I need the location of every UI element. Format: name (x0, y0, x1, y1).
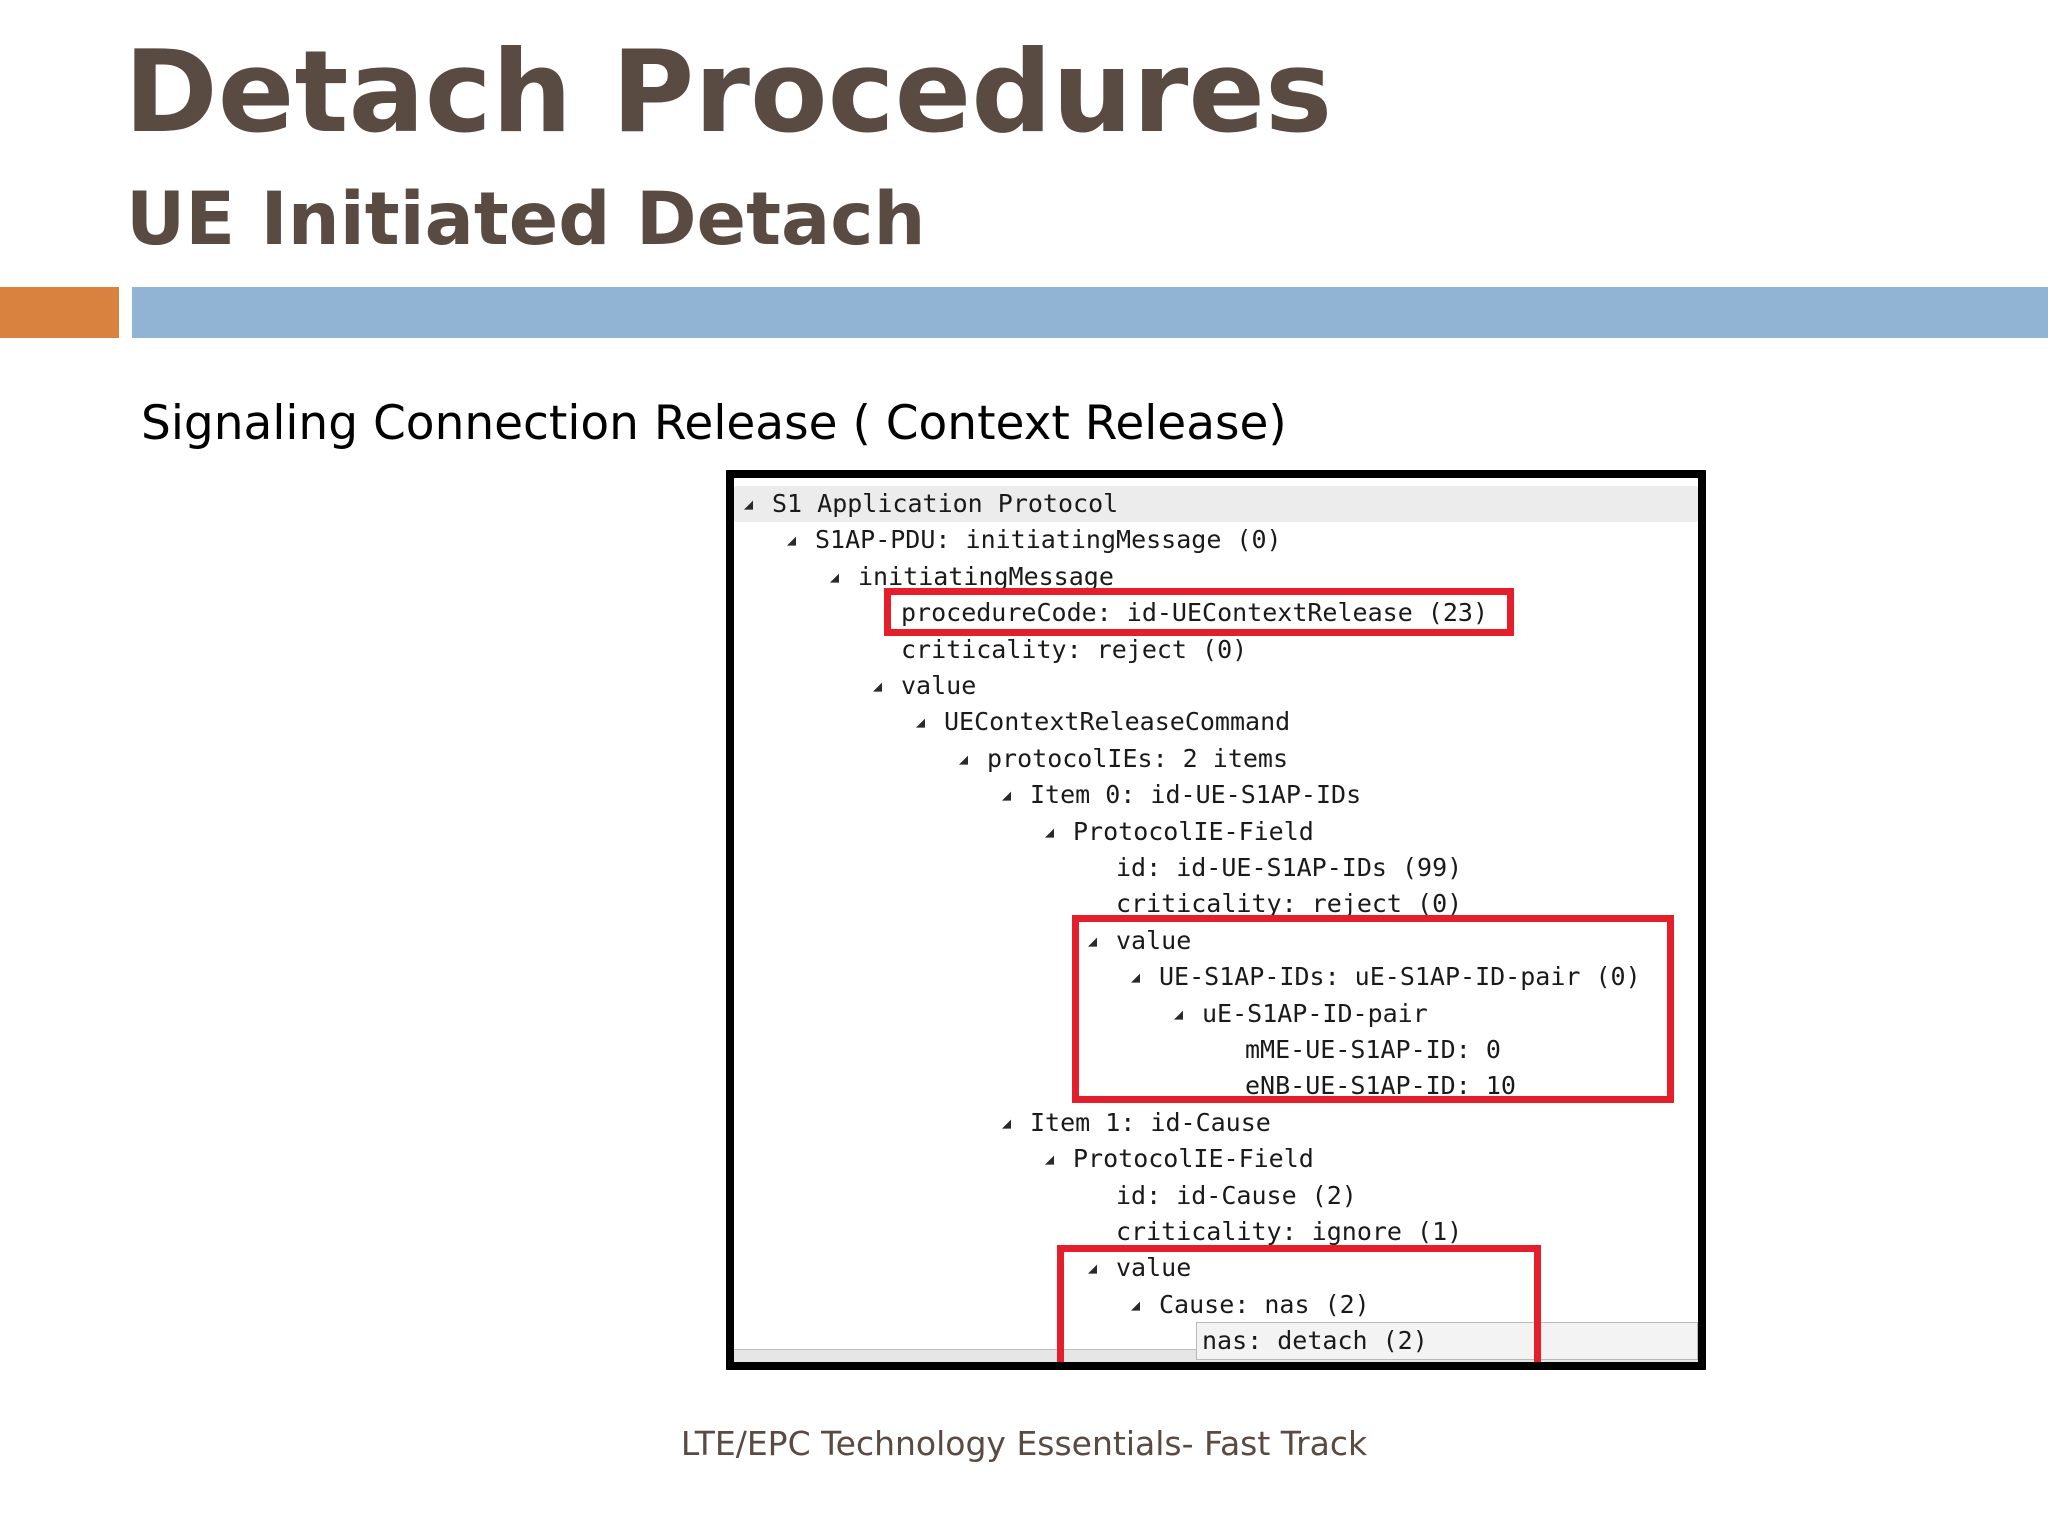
triangle-expanded-icon[interactable]: ◢ (744, 495, 754, 513)
tree-row[interactable]: ◢ initiatingMessage (830, 559, 1114, 595)
triangle-expanded-icon[interactable]: ◢ (1002, 1113, 1012, 1132)
tree-row[interactable]: ◢ S1AP-PDU: initiatingMessage (0) (787, 522, 1282, 558)
tree-row-label: UEContextReleaseCommand (944, 707, 1291, 737)
tree-row-label: S1AP-PDU: initiatingMessage (0) (815, 525, 1282, 555)
tree-row-label: nas: detach (2) (1202, 1326, 1428, 1356)
triangle-expanded-icon[interactable]: ◢ (830, 567, 840, 586)
tree-row-label: criticality: reject (0) (1116, 889, 1463, 919)
tree-row[interactable]: ◢ value (1088, 1250, 1191, 1286)
tree-row[interactable]: ◢ ProtocolIE-Field (1045, 1141, 1314, 1177)
tree-row-label: Item 0: id-UE-S1AP-IDs (1030, 780, 1362, 810)
triangle-expanded-icon[interactable]: ◢ (1088, 931, 1098, 950)
tree-row[interactable]: ◢ S1 Application Protocol (734, 486, 1698, 522)
tree-row-label: value (1116, 1253, 1192, 1283)
triangle-expanded-icon[interactable]: ◢ (1131, 1295, 1141, 1314)
tree-row[interactable]: criticality: reject (0) (1088, 886, 1462, 922)
tree-row-label: value (901, 671, 977, 700)
tree-row[interactable]: ◢ value (1088, 923, 1191, 959)
tree-row[interactable]: ◢ uE-S1AP-ID-pair (1174, 996, 1428, 1032)
triangle-expanded-icon[interactable]: ◢ (1088, 1259, 1098, 1278)
slide-subtitle: UE Initiated Detach (126, 177, 926, 262)
triangle-expanded-icon[interactable]: ◢ (1131, 968, 1141, 987)
triangle-expanded-icon[interactable]: ◢ (873, 677, 883, 695)
tree-row[interactable]: ◢ UEContextReleaseCommand (916, 704, 1290, 740)
triangle-expanded-icon[interactable]: ◢ (1174, 1004, 1184, 1023)
tree-row-label: criticality: reject (0) (901, 634, 1248, 664)
footer-text: LTE/EPC Technology Essentials- Fast Trac… (680, 1424, 1368, 1463)
tree-row-label: Cause: nas (2) (1159, 1289, 1370, 1319)
tree-row[interactable]: ◢ protocolIEs: 2 items (959, 741, 1288, 777)
triangle-expanded-icon[interactable]: ◢ (916, 713, 926, 732)
accent-bar-orange (0, 287, 119, 338)
tree-row-label: uE-S1AP-ID-pair (1202, 998, 1428, 1028)
tree-row[interactable]: id: id-UE-S1AP-IDs (99) (1088, 850, 1462, 886)
tree-row[interactable]: ◢ Item 1: id-Cause (1002, 1105, 1271, 1141)
tree-row-label: ProtocolIE-Field (1073, 816, 1314, 846)
tree-row[interactable]: id: id-Cause (2) (1088, 1178, 1357, 1214)
tree-row[interactable]: criticality: reject (0) (873, 632, 1247, 668)
tree-row-label: id: id-UE-S1AP-IDs (99) (1116, 853, 1463, 882)
tree-row[interactable]: procedureCode: id-UEContextRelease (23) (873, 595, 1488, 631)
tree-row-label: S1 Application Protocol (772, 489, 1119, 518)
tree-row[interactable]: ◢ Item 0: id-UE-S1AP-IDs (1002, 777, 1361, 813)
tree-row-label: ProtocolIE-Field (1073, 1144, 1314, 1174)
packet-details-tree: ◢ S1 Application Protocol ◢ S1AP-PDU: initi… (726, 470, 1706, 1370)
tree-row[interactable]: ◢ UE-S1AP-IDs: uE-S1AP-ID-pair (0) (1131, 959, 1641, 995)
triangle-expanded-icon[interactable]: ◢ (1045, 822, 1055, 841)
triangle-expanded-icon[interactable]: ◢ (1002, 786, 1012, 805)
tree-row-label: eNB-UE-S1AP-ID: 10 (1245, 1071, 1516, 1101)
tree-row-label: mME-UE-S1AP-ID: 0 (1245, 1035, 1501, 1064)
tree-row-label: criticality: ignore (1) (1116, 1217, 1463, 1246)
tree-row-label: procedureCode: id-UEContextRelease (23) (901, 598, 1488, 628)
tree-row-label: protocolIEs: 2 items (987, 743, 1289, 773)
tree-row-label: Item 1: id-Cause (1030, 1107, 1271, 1137)
tree-row[interactable]: eNB-UE-S1AP-ID: 10 (1217, 1068, 1516, 1104)
triangle-expanded-icon[interactable]: ◢ (787, 531, 797, 550)
slide-title: Detach Procedures (124, 26, 1333, 158)
tree-row-label: value (1116, 925, 1192, 955)
tree-row-label: UE-S1AP-IDs: uE-S1AP-ID-pair (0) (1159, 962, 1641, 992)
tree-row[interactable]: criticality: ignore (1) (1088, 1214, 1462, 1250)
tree-row[interactable]: ◢ Cause: nas (2) (1131, 1287, 1370, 1323)
triangle-expanded-icon[interactable]: ◢ (1045, 1150, 1055, 1169)
section-heading: Signaling Connection Release ( Context R… (141, 396, 1287, 451)
tree-row[interactable]: mME-UE-S1AP-ID: 0 (1217, 1032, 1501, 1068)
accent-bar-blue (132, 287, 2048, 338)
selected-row-highlight (1196, 1322, 1698, 1361)
tree-row[interactable]: nas: detach (2) (1174, 1323, 1428, 1359)
tree-row-label: id: id-Cause (2) (1116, 1180, 1357, 1210)
tree-row-label: initiatingMessage (858, 561, 1114, 591)
triangle-expanded-icon[interactable]: ◢ (959, 749, 969, 768)
tree-row[interactable]: ◢ value (873, 668, 976, 704)
tree-row[interactable]: ◢ ProtocolIE-Field (1045, 814, 1314, 850)
